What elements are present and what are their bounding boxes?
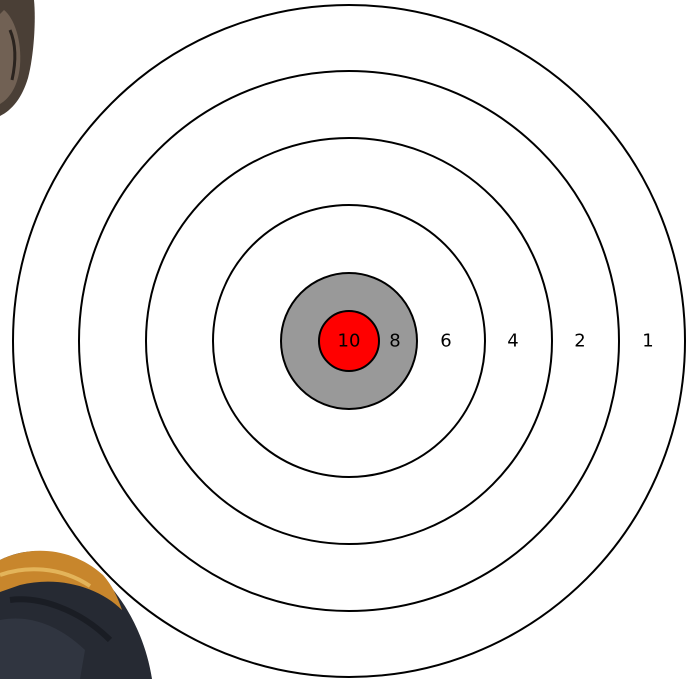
score-label-2: 2 bbox=[574, 331, 585, 352]
score-label-1: 1 bbox=[642, 331, 653, 352]
score-label-4: 4 bbox=[507, 331, 518, 352]
score-label-8: 8 bbox=[389, 331, 400, 352]
score-label-6: 6 bbox=[440, 331, 451, 352]
score-label-10: 10 bbox=[338, 331, 361, 352]
figure-head-fragment bbox=[0, 0, 35, 116]
